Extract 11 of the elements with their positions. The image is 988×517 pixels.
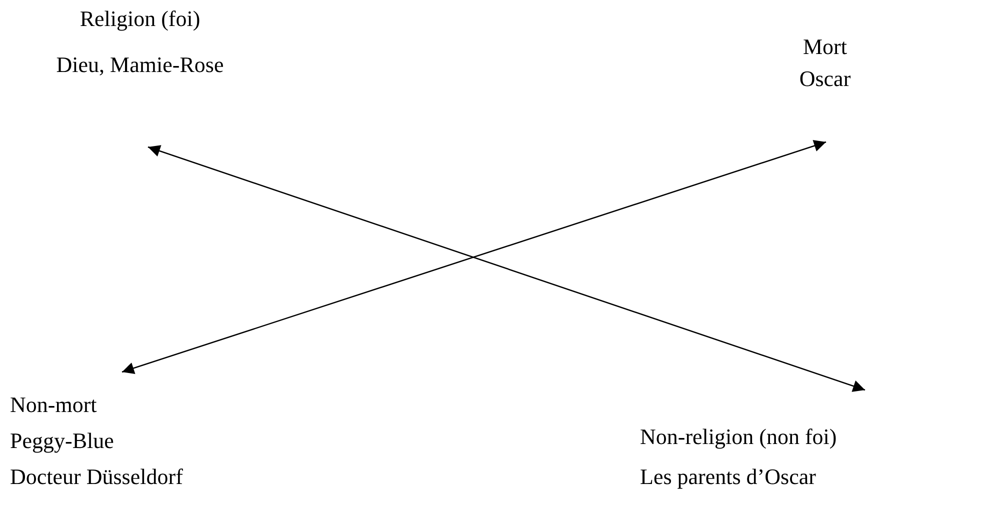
double-arrow [122,140,826,374]
node-text: Dieu, Mamie-Rose [56,52,224,78]
node-text: Mort [803,34,847,60]
node-text: Docteur Düsseldorf [10,464,183,490]
node-text: Oscar [799,66,851,92]
node-text: Peggy-Blue [10,428,114,454]
node-text: Religion (foi) [80,6,200,32]
node-text: Non-mort [10,392,97,418]
node-text: Les parents d’Oscar [640,464,816,490]
node-text: Non-religion (non foi) [640,424,837,450]
double-arrow [148,145,866,392]
